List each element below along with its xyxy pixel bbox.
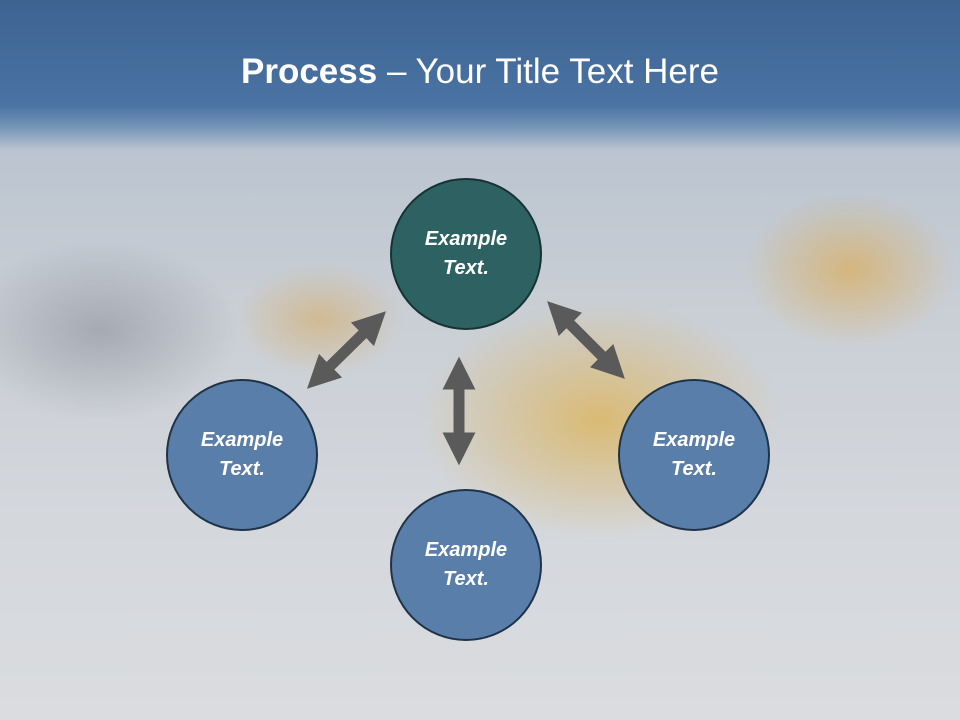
node-text-line2: Text. [443,257,489,279]
title-bold: Process [241,52,378,91]
node-text-line2: Text. [443,568,489,590]
node-text-line2: Text. [219,458,265,480]
node-text-line1: Example [424,539,508,561]
title-banner [0,0,960,150]
node-text-line1: Example [200,429,284,451]
node-text-line1: Example [424,228,508,250]
slide-title: Process – Your Title Text Here [0,52,960,92]
title-rest: – Your Title Text Here [377,52,719,91]
double-arrow-top-right [547,301,625,379]
node-text-line1: Example [652,429,736,451]
node-text-line2: Text. [671,458,717,480]
double-arrow-top-left [307,311,386,389]
